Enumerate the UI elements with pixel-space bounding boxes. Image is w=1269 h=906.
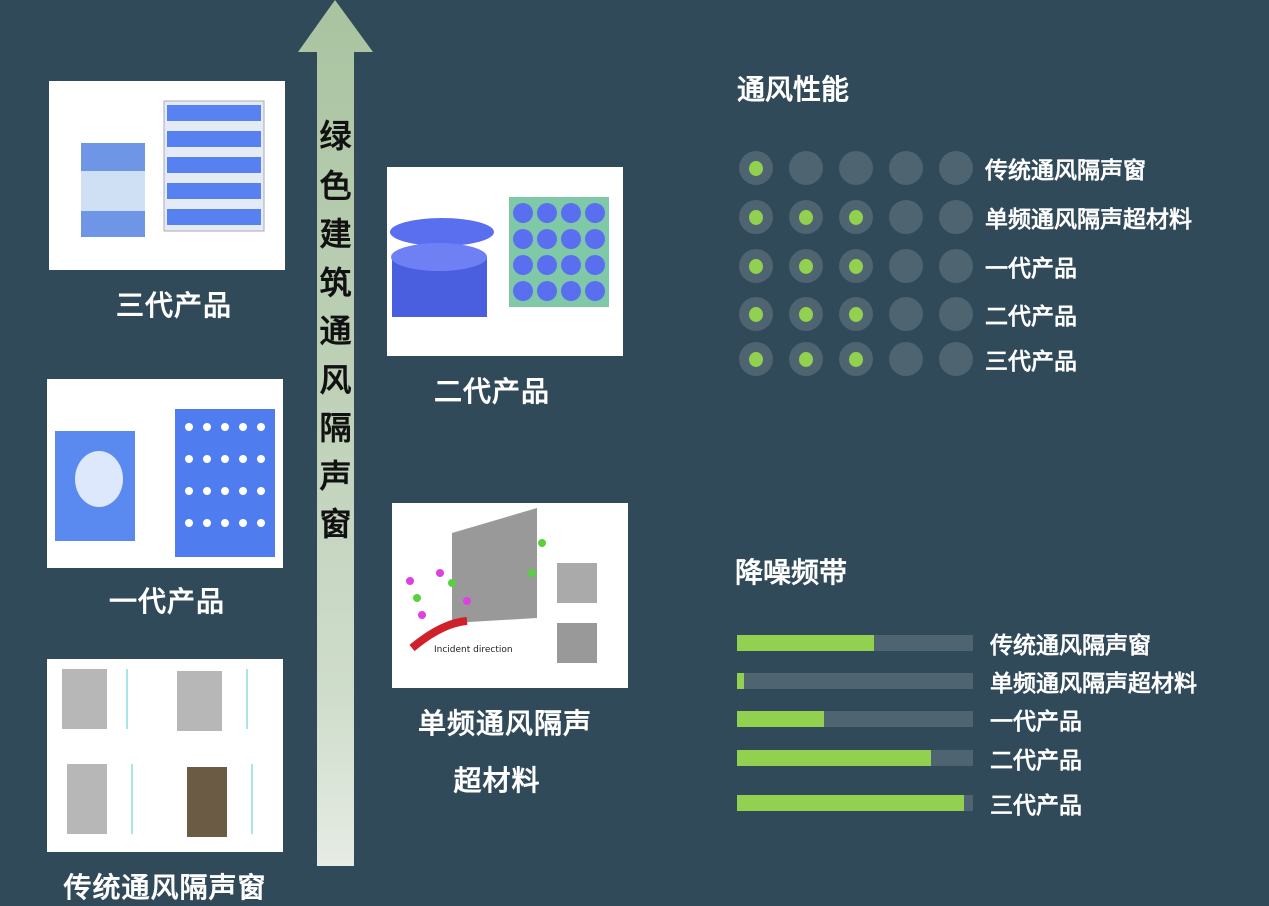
- arrow-char: 建: [319, 215, 352, 253]
- gen3-label: 三代产品: [115, 289, 232, 322]
- rating-dot-fill: [799, 258, 813, 274]
- ventilation-row: 传统通风隔声窗: [739, 151, 1146, 185]
- single-frequency-metamaterial-image: Incident direction: [392, 503, 628, 688]
- rating-dot-empty: [839, 151, 873, 185]
- gen2-label: 二代产品: [433, 375, 550, 408]
- arrow-char: 声: [319, 457, 352, 495]
- rating-dot-filled: [839, 249, 873, 283]
- noise-band-bar: [737, 673, 973, 689]
- ventilation-row-label: 三代产品: [985, 349, 1077, 375]
- rating-dot-empty: [939, 151, 973, 185]
- rating-dot-filled: [739, 200, 773, 234]
- ventilation-row-label: 二代产品: [985, 304, 1077, 330]
- traditional-window-image: [47, 659, 283, 852]
- rating-dot-filled: [739, 151, 773, 185]
- noise-band-bar-fill: [737, 635, 874, 651]
- rating-dot-filled: [839, 200, 873, 234]
- rating-dot-fill: [849, 306, 863, 322]
- rating-dot-filled: [839, 297, 873, 331]
- arrow-char: 通: [319, 312, 352, 350]
- rating-dot-empty: [939, 249, 973, 283]
- noise-band-label: 单频通风隔声超材料: [990, 671, 1197, 697]
- rating-dot-empty: [939, 200, 973, 234]
- gen2-product-image: [387, 167, 623, 356]
- rating-dot-filled: [739, 342, 773, 376]
- rating-dot-fill: [799, 306, 813, 322]
- ventilation-row-label: 传统通风隔声窗: [985, 158, 1146, 184]
- rating-dot-fill: [749, 160, 763, 176]
- rating-dot-fill: [749, 209, 763, 225]
- single-frequency-label-line1: 单频通风隔声: [417, 707, 592, 740]
- rating-dot-fill: [849, 258, 863, 274]
- ventilation-title: 通风性能: [737, 73, 850, 106]
- noise-band-bar-fill: [737, 795, 964, 811]
- noise-band-bar: [737, 750, 973, 766]
- noise-band-bar-fill: [737, 750, 931, 766]
- rating-dot-filled: [789, 200, 823, 234]
- rating-dot-empty: [939, 297, 973, 331]
- noise-band-title: 降噪频带: [735, 556, 848, 589]
- ventilation-row-label: 一代产品: [985, 256, 1077, 282]
- rating-dot-filled: [789, 342, 823, 376]
- rating-dot-empty: [889, 249, 923, 283]
- noise-band-bar: [737, 635, 973, 651]
- rating-dot-fill: [849, 351, 863, 367]
- arrow-char: 风: [319, 361, 352, 399]
- gen1-label: 一代产品: [108, 585, 225, 618]
- rating-dot-fill: [749, 258, 763, 274]
- single-frequency-label-line2: 超材料: [453, 764, 541, 797]
- rating-dot-empty: [889, 200, 923, 234]
- ventilation-row: 二代产品: [739, 297, 1077, 331]
- rating-dot-filled: [839, 342, 873, 376]
- arrow-char: 筑: [319, 264, 352, 302]
- upward-arrow: [298, 0, 373, 866]
- noise-band-bar-fill: [737, 711, 825, 727]
- rating-dot-fill: [799, 351, 813, 367]
- noise-band-label: 二代产品: [990, 748, 1082, 774]
- gen3-product-image: [49, 81, 285, 270]
- rating-dot-empty: [889, 151, 923, 185]
- arrow-char: 隔: [319, 409, 352, 447]
- incident-direction-label: Incident direction: [434, 645, 513, 655]
- ventilation-row: 一代产品: [739, 249, 1077, 283]
- noise-band-label: 传统通风隔声窗: [990, 633, 1151, 659]
- noise-band-bar: [737, 711, 973, 727]
- noise-band-label: 三代产品: [990, 793, 1082, 819]
- rating-dot-empty: [889, 342, 923, 376]
- rating-dot-empty: [789, 151, 823, 185]
- noise-band-label: 一代产品: [990, 709, 1082, 735]
- gen1-product-image: [47, 379, 283, 568]
- rating-dot-filled: [739, 249, 773, 283]
- noise-band-bar-fill: [737, 673, 745, 689]
- arrow-char: 绿: [319, 117, 352, 155]
- rating-dot-filled: [739, 297, 773, 331]
- noise-band-bar: [737, 795, 973, 811]
- ventilation-row-label: 单频通风隔声超材料: [985, 207, 1192, 233]
- ventilation-row: 三代产品: [739, 342, 1077, 376]
- traditional-label: 传统通风隔声窗: [63, 871, 267, 904]
- ventilation-row: 单频通风隔声超材料: [739, 200, 1192, 234]
- rating-dot-fill: [749, 306, 763, 322]
- arrow-char: 色: [319, 167, 352, 205]
- rating-dot-fill: [799, 209, 813, 225]
- rating-dot-filled: [789, 249, 823, 283]
- rating-dot-empty: [939, 342, 973, 376]
- rating-dot-filled: [789, 297, 823, 331]
- rating-dot-empty: [889, 297, 923, 331]
- arrow-char: 窗: [319, 505, 352, 543]
- rating-dot-fill: [749, 351, 763, 367]
- rating-dot-fill: [849, 209, 863, 225]
